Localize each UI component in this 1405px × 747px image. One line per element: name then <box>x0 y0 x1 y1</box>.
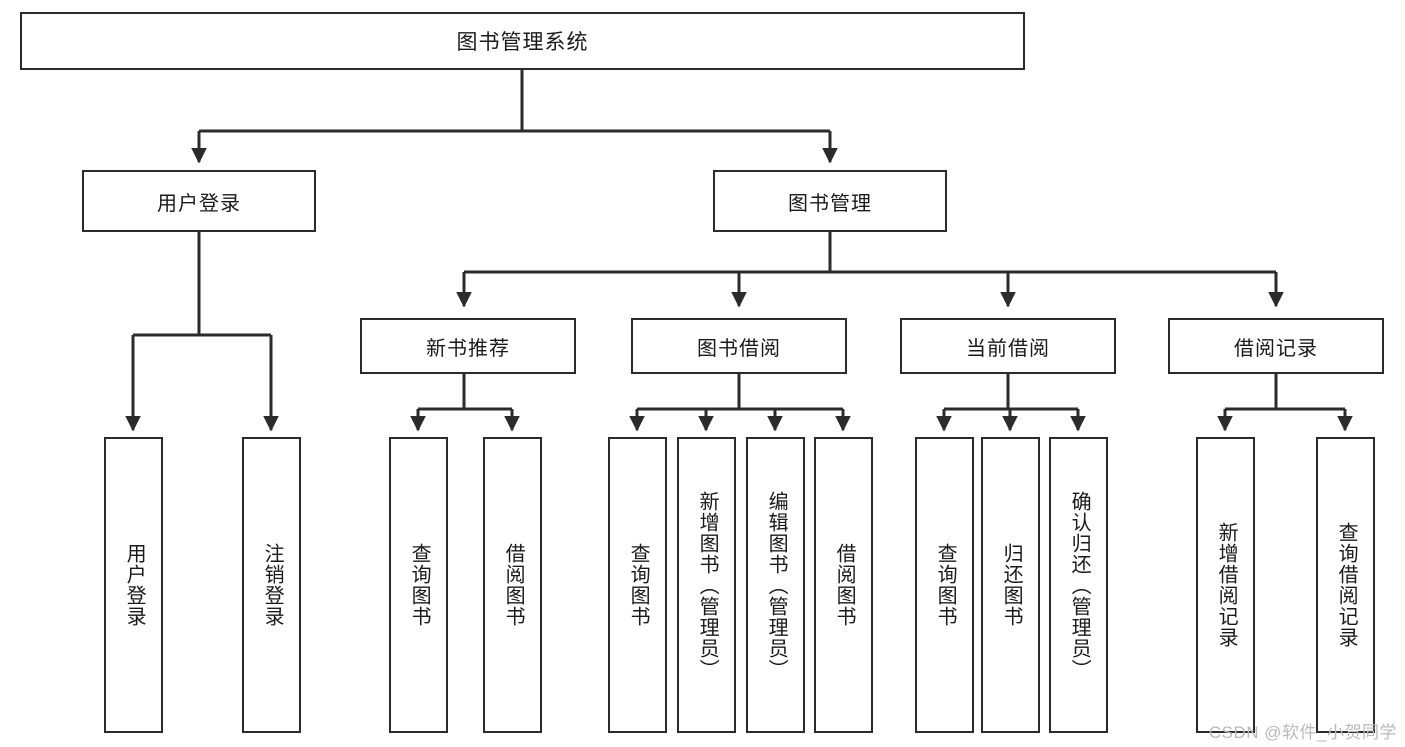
watermark: CSDN @软件_小贺同学 <box>1208 723 1397 742</box>
node-label: 借阅图书 <box>833 543 856 627</box>
node-label: 新书推荐 <box>426 337 510 360</box>
node-label: 确认归还（管理员） <box>1068 490 1091 680</box>
node-current-borrow[interactable]: 当前借阅 <box>900 318 1116 374</box>
leaf-record-add[interactable]: 新增借阅记录 <box>1196 437 1255 733</box>
node-label: 图书借阅 <box>697 337 781 360</box>
leaf-record-query[interactable]: 查询借阅记录 <box>1316 437 1375 733</box>
node-label: 新增借阅记录 <box>1215 522 1238 648</box>
leaf-borrow-edit-book[interactable]: 编辑图书（管理员） <box>746 437 805 733</box>
leaf-borrow-borrow-book[interactable]: 借阅图书 <box>814 437 873 733</box>
leaf-borrow-query-book[interactable]: 查询图书 <box>608 437 667 733</box>
node-new-book-recommend[interactable]: 新书推荐 <box>360 318 576 374</box>
leaf-user-login[interactable]: 用户登录 <box>104 437 163 733</box>
leaf-new-book-query[interactable]: 查询图书 <box>389 437 448 733</box>
node-book-management[interactable]: 图书管理 <box>713 170 947 232</box>
node-label: 注销登录 <box>261 543 284 627</box>
node-label: 图书管理 <box>788 192 872 215</box>
node-label: 图书管理系统 <box>456 31 589 54</box>
leaf-new-book-borrow[interactable]: 借阅图书 <box>483 437 542 733</box>
leaf-current-query-book[interactable]: 查询图书 <box>915 437 974 733</box>
node-label: 用户登录 <box>157 192 241 215</box>
leaf-borrow-add-book[interactable]: 新增图书（管理员） <box>677 437 736 733</box>
node-label: 查询图书 <box>408 543 431 627</box>
node-borrow-record[interactable]: 借阅记录 <box>1168 318 1384 374</box>
node-user-login[interactable]: 用户登录 <box>82 170 316 232</box>
node-root-system[interactable]: 图书管理系统 <box>20 12 1025 70</box>
leaf-current-confirm-return[interactable]: 确认归还（管理员） <box>1049 437 1108 733</box>
node-label: 查询图书 <box>934 543 957 627</box>
node-label: 借阅图书 <box>502 543 525 627</box>
node-book-borrow[interactable]: 图书借阅 <box>631 318 847 374</box>
node-label: 归还图书 <box>1000 543 1023 627</box>
node-label: 编辑图书（管理员） <box>765 490 788 680</box>
node-label: 查询借阅记录 <box>1335 522 1358 648</box>
node-label: 当前借阅 <box>966 337 1050 360</box>
leaf-user-logout[interactable]: 注销登录 <box>242 437 301 733</box>
node-label: 用户登录 <box>123 543 146 627</box>
node-label: 借阅记录 <box>1234 337 1318 360</box>
node-label: 查询图书 <box>627 543 650 627</box>
leaf-current-return-book[interactable]: 归还图书 <box>981 437 1040 733</box>
node-label: 新增图书（管理员） <box>696 490 719 680</box>
